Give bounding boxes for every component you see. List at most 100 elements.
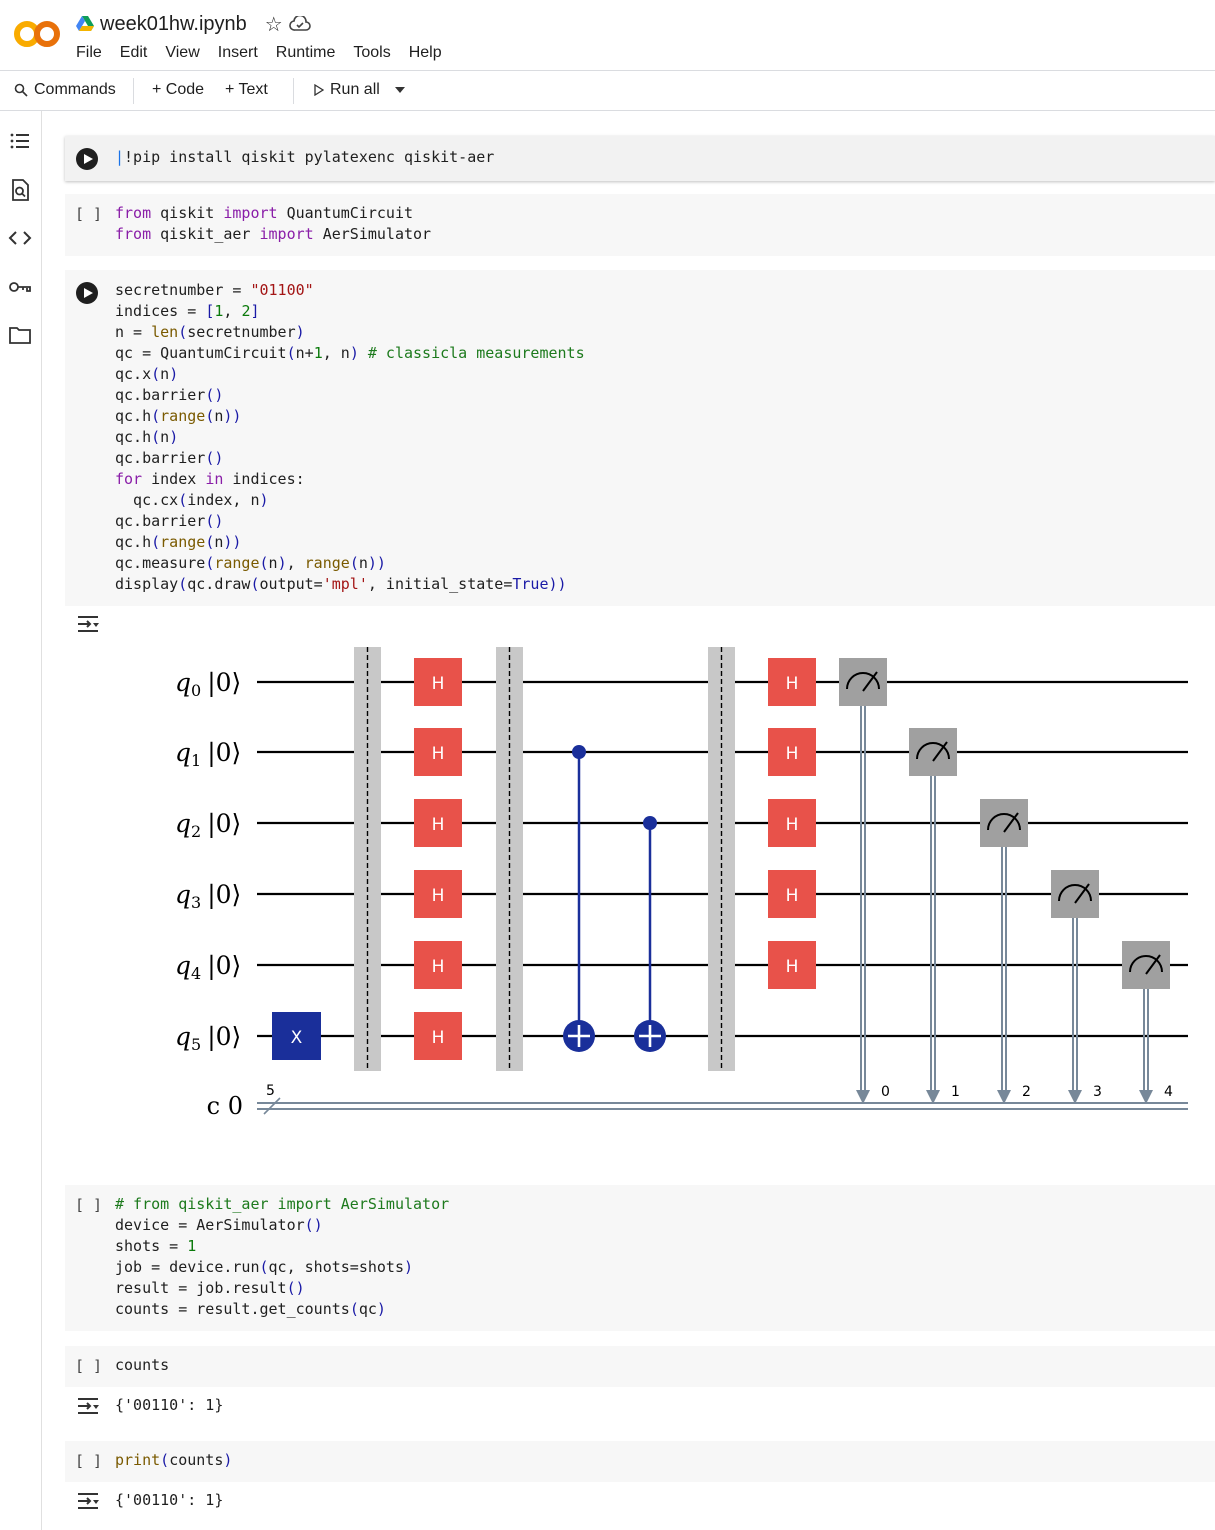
measure-bit-label: 3 xyxy=(1093,1084,1102,1100)
x-gate xyxy=(272,1012,321,1060)
cell-output: {'00110': 1} xyxy=(115,1396,224,1414)
star-icon[interactable]: ☆ xyxy=(264,13,283,36)
cell-execution-bracket[interactable]: [ ] xyxy=(75,1357,103,1375)
barriers xyxy=(354,647,735,1071)
output-toggle-icon[interactable] xyxy=(76,1491,100,1511)
run-cell-button[interactable] xyxy=(76,148,98,170)
code-line[interactable]: counts xyxy=(115,1356,170,1374)
h-gate-label: H xyxy=(786,957,799,977)
colab-logo[interactable] xyxy=(12,18,62,50)
h-gate-label: H xyxy=(786,674,799,694)
h-gate xyxy=(414,941,462,989)
h-gate-label: H xyxy=(432,674,445,694)
toolbar: Commands + Code + Text Run all xyxy=(0,71,1215,110)
menu-bar: File Edit View Insert Runtime Tools Help xyxy=(76,44,460,62)
code-cell[interactable] xyxy=(65,270,1215,606)
add-text-label: + Text xyxy=(225,81,268,98)
qubit-label: q0|0⟩ xyxy=(175,668,241,700)
h-gate xyxy=(414,870,462,918)
toolbar-divider xyxy=(293,78,294,104)
h-gate-label: H xyxy=(432,1028,445,1048)
cloud-saved-icon[interactable] xyxy=(288,16,311,32)
code-line[interactable]: |!pip install qiskit pylatexenc qiskit-a… xyxy=(115,148,495,166)
notebook-title[interactable]: week01hw.ipynb xyxy=(100,12,247,35)
qubit-label: q2|0⟩ xyxy=(175,809,241,841)
h-gate-label: H xyxy=(432,957,445,977)
commands-button[interactable]: Commands xyxy=(14,81,116,99)
code-block[interactable]: # from qiskit_aer import AerSimulator de… xyxy=(115,1195,450,1318)
h-gate-label: H xyxy=(432,886,445,906)
left-rail xyxy=(0,111,42,1530)
measurements: 0 1 2 3 4 xyxy=(839,658,1173,1104)
measure-bit-label: 1 xyxy=(951,1084,960,1100)
menu-help[interactable]: Help xyxy=(408,44,442,61)
cell-output: {'00110': 1} xyxy=(115,1491,224,1509)
cell-execution-bracket[interactable]: [ ] xyxy=(75,205,103,223)
key-icon[interactable] xyxy=(8,275,32,299)
code-cell[interactable] xyxy=(65,1441,1215,1482)
folder-icon[interactable] xyxy=(8,323,32,347)
run-all-button[interactable]: Run all xyxy=(314,81,380,99)
menu-tools[interactable]: Tools xyxy=(353,44,391,61)
cell-execution-bracket[interactable]: [ ] xyxy=(75,1452,103,1470)
measure-gate: 3 xyxy=(1051,870,1102,1104)
toolbar-divider-bottom xyxy=(0,110,1215,111)
menu-edit[interactable]: Edit xyxy=(119,44,148,61)
code-cell[interactable] xyxy=(65,194,1215,256)
h-gate xyxy=(414,799,462,847)
measure-bit-label: 2 xyxy=(1022,1084,1031,1100)
run-all-dropdown-icon[interactable] xyxy=(394,86,406,94)
code-block[interactable]: from qiskit import QuantumCircuit from q… xyxy=(115,204,432,243)
code-cell[interactable] xyxy=(65,1346,1215,1387)
measure-gate: 1 xyxy=(909,728,960,1104)
measure-bit-label: 4 xyxy=(1164,1084,1173,1100)
h-gate-label: H xyxy=(432,815,445,835)
menu-runtime[interactable]: Runtime xyxy=(275,44,336,61)
h-gate xyxy=(414,1012,462,1060)
qubit-label: q1|0⟩ xyxy=(175,738,241,770)
menu-file[interactable]: File xyxy=(76,44,102,61)
h-gate xyxy=(768,941,816,989)
header-divider xyxy=(0,70,1215,71)
toolbar-divider xyxy=(133,78,134,104)
cnot-gate xyxy=(634,816,666,1052)
code-cell[interactable] xyxy=(65,1185,1215,1331)
menu-view[interactable]: View xyxy=(165,44,200,61)
code-snippets-icon[interactable] xyxy=(8,226,32,250)
add-code-button[interactable]: + Code xyxy=(152,81,204,99)
table-of-contents-icon[interactable] xyxy=(8,129,32,153)
measure-gate: 2 xyxy=(980,799,1031,1104)
h-gate-label: H xyxy=(432,744,445,764)
find-replace-icon[interactable] xyxy=(8,178,32,202)
output-toggle-icon[interactable] xyxy=(76,1396,100,1416)
code-cell[interactable] xyxy=(65,136,1215,181)
code-line[interactable]: print(counts) xyxy=(115,1451,233,1469)
classical-width-label: 5 xyxy=(266,1083,275,1099)
add-text-button[interactable]: + Text xyxy=(225,81,268,99)
x-gate-label: X xyxy=(291,1028,303,1048)
h-gate xyxy=(414,728,462,776)
qubit-label: q4|0⟩ xyxy=(175,951,241,983)
qubit-label: q5|0⟩ xyxy=(175,1022,241,1054)
code-text: !pip install qiskit pylatexenc qiskit-ae… xyxy=(124,148,495,166)
h-gates-layer-1: H H H H H H xyxy=(414,658,462,1060)
code-block[interactable]: secretnumber = "01100" indices = [1, 2] … xyxy=(115,281,585,593)
measure-gate: 4 xyxy=(1122,941,1173,1104)
measure-bit-label: 0 xyxy=(881,1084,890,1100)
qubit-labels: q0|0⟩q1|0⟩q2|0⟩q3|0⟩q4|0⟩q5|0⟩ xyxy=(175,668,241,1054)
run-cell-button[interactable] xyxy=(76,282,98,304)
menu-insert[interactable]: Insert xyxy=(217,44,258,61)
output-toggle-icon[interactable] xyxy=(76,614,100,634)
classical-wire xyxy=(257,1097,1188,1115)
h-gate xyxy=(768,728,816,776)
search-icon xyxy=(14,83,28,97)
commands-label: Commands xyxy=(34,81,116,98)
h-gate xyxy=(768,799,816,847)
play-outline-icon xyxy=(314,84,324,96)
measure-gate: 0 xyxy=(839,658,890,1104)
cell-execution-bracket[interactable]: [ ] xyxy=(75,1196,103,1214)
add-code-label: + Code xyxy=(152,81,205,98)
google-drive-icon xyxy=(76,16,94,31)
